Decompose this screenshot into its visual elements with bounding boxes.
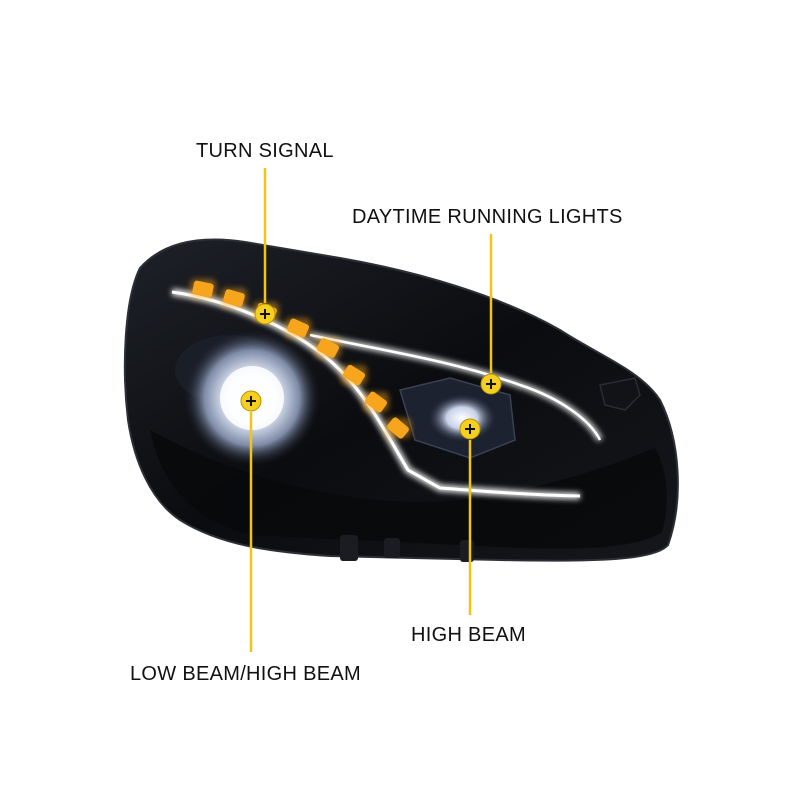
turn-signal-led — [316, 338, 340, 358]
turn-signal-led — [364, 391, 388, 413]
label-high-beam: HIGH BEAM — [411, 624, 526, 646]
label-turn-signal: TURN SIGNAL — [196, 140, 334, 162]
turn-signal-led — [286, 318, 310, 338]
turn-signal-led-row — [190, 279, 411, 439]
turn-signal-led — [387, 417, 409, 439]
callout-lines — [249, 168, 493, 652]
label-daytime-running-lights: DAYTIME RUNNING LIGHTS — [352, 206, 623, 228]
marker-low-beam-icon — [240, 390, 262, 412]
turn-signal-led — [342, 364, 366, 386]
turn-signal-led — [223, 289, 245, 307]
turn-signal-led — [192, 280, 214, 298]
marker-drl-icon — [480, 373, 502, 395]
marker-high-beam-icon — [459, 418, 481, 440]
callout-markers — [240, 303, 502, 440]
marker-turn-signal-icon — [254, 303, 276, 325]
label-low-beam-high-beam: LOW BEAM/HIGH BEAM — [130, 663, 361, 685]
